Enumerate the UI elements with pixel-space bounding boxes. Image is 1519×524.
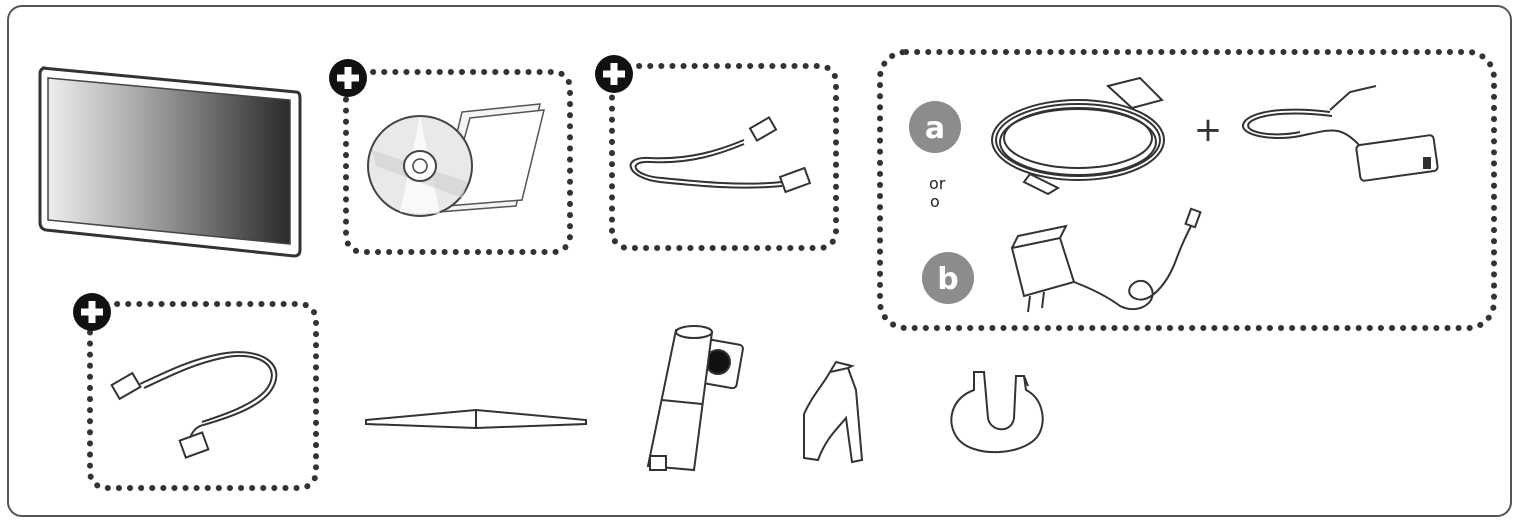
or-text-fragment: o [930,192,940,211]
ac-adapter-illustration [1242,85,1439,182]
displayport-cable-box [73,293,319,491]
stand-base-illustration [365,408,587,430]
or-text: or [929,174,946,193]
plus-circle-icon [73,293,111,331]
option-a-badge: a [909,101,961,153]
cd-manual-box [329,59,573,255]
plus-circle-icon [329,59,367,97]
monitor-illustration [38,66,302,258]
hdmi-cable-illustration [629,116,812,194]
option-a-label: a [925,111,945,146]
plus-between-text: + [1194,110,1223,150]
cable-holder-ring-illustration [950,371,1044,454]
option-b-label: b [937,262,958,297]
hdmi-cable-box [595,55,839,251]
outer-frame [7,5,1512,517]
power-options-box: a or o b + [877,49,1497,331]
option-b-badge: b [922,252,974,304]
cd-disc-illustration [367,115,473,217]
power-cord-illustration [991,76,1165,196]
plus-circle-icon [595,55,633,93]
wall-adapter-illustration [1010,207,1202,313]
cable-clip-illustration [803,360,864,464]
stand-arm-illustration [646,325,744,472]
displayport-cable-illustration [110,351,278,459]
